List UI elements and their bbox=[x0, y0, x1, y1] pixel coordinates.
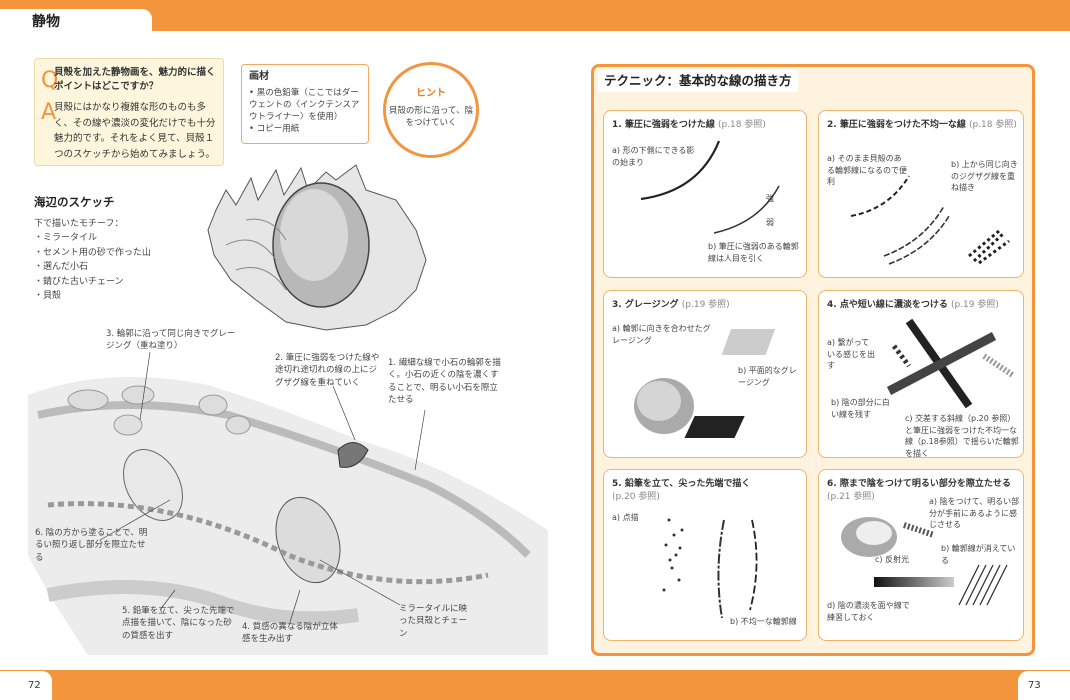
annotation-7: ミラータイルに映った貝殻とチェーン bbox=[399, 604, 468, 639]
shell-illustration bbox=[207, 164, 427, 331]
hint-circle: ヒント 貝殻の形に沿って、陰をつけていく bbox=[383, 62, 479, 158]
card-note: a) 点描 bbox=[612, 513, 639, 522]
technique-card-2: 2. 筆圧に強弱をつけた不均一な線 (p.18 参照) a) そのまま貝殻のある… bbox=[818, 110, 1024, 278]
card-note: d) 陰の濃淡を面や線で練習しておく bbox=[827, 601, 910, 622]
motif-line: ・貝殻 bbox=[34, 290, 62, 301]
card-title-text: 5. 鉛筆を立て、尖った先端で描く bbox=[612, 479, 751, 489]
left-page-tab: 72 bbox=[0, 671, 52, 700]
card-note: 強 bbox=[766, 194, 774, 203]
motif-line: 下で描いたモチーフ： bbox=[34, 219, 124, 229]
card-note: a) 繋がっている感じを出す bbox=[827, 338, 875, 371]
card-ref: (p.18 参照) bbox=[717, 120, 766, 130]
card-ref: (p.21 参照) bbox=[827, 492, 875, 503]
stipple-sample bbox=[662, 518, 758, 619]
stroke-sample bbox=[850, 175, 1010, 265]
card-ref: (p.18 参照) bbox=[968, 120, 1017, 130]
motif-line: ・ミラータイル bbox=[34, 233, 98, 244]
technique-card-4: 4. 点や短い線に濃淡をつける (p.19 参照) a) 繋がっている感じを出す… bbox=[818, 290, 1024, 458]
qa-answer: 貝殻にはかなり複雑な形のものも多く、その線や濃淡の変化だけでも十分魅力的です。そ… bbox=[54, 102, 216, 161]
stroke-sample bbox=[640, 140, 780, 234]
hint-body: 貝殻の形に沿って、陰をつけていく bbox=[388, 105, 474, 129]
beach-scene-illustration bbox=[28, 377, 548, 655]
page-number-right: 73 bbox=[1028, 680, 1041, 691]
card-ref: (p.19 参照) bbox=[681, 300, 730, 310]
technique-title: テクニック：基本的な線の描き方 bbox=[598, 70, 798, 92]
technique-card-3: 3. グレージング (p.19 参照) a) 輪郭に向きを合わせたグレージング … bbox=[603, 290, 807, 458]
materials-item: • 黒の色鉛筆（ここではダーウェントの〈インクテンスアウトライナー〉を使用） bbox=[249, 87, 360, 123]
annotation-4: 4. 質感の異なる陰が立体感を生み出す bbox=[242, 622, 338, 645]
section-title: 静物 bbox=[32, 14, 60, 30]
materials-item: • コピー用紙 bbox=[249, 124, 300, 135]
motif-line: ・セメント用の砂で作った山 bbox=[34, 247, 151, 258]
motif-line: ・錆びた古いチェーン bbox=[34, 276, 124, 287]
hint-title: ヒント bbox=[416, 88, 446, 99]
annotation-2: 2. 筆圧に強弱をつけた線や途切れ途切れの線の上にジグザグ線を重ねていく bbox=[275, 353, 380, 388]
annotation-1: 1. 繊細な線で小石の輪郭を描く。小石の近くの陰を濃くすることで、明るい小石を際… bbox=[388, 358, 501, 405]
card-ref: (p.20 参照) bbox=[612, 492, 660, 503]
technique-card-6: 6. 際まで陰をつけて明るい部分を際立たせる (p.21 参照) a) 陰をつけて… bbox=[818, 469, 1024, 641]
card-title-text: 1. 筆圧に強弱をつけた線 bbox=[612, 120, 715, 130]
card-note: b) 上から同じ向きのジグザグ線を重ね描き bbox=[951, 160, 1018, 193]
annotation-3: 3. 輪郭に沿って同じ向きでグレージング（重ね塗り） bbox=[106, 329, 236, 352]
card-note: b) 筆圧に強弱のある輪郭線は人目を引く bbox=[708, 242, 799, 263]
card-title: 1. 筆圧に強弱をつけた線 (p.18 参照) bbox=[612, 119, 766, 132]
card-title-text: 6. 際まで陰をつけて明るい部分を際立たせる bbox=[827, 479, 1011, 489]
leader-lines bbox=[99, 351, 426, 623]
materials-box: 画材 • 黒の色鉛筆（ここではダーウェントの〈インクテンスアウトライナー〉を使用… bbox=[241, 64, 369, 144]
card-title: 2. 筆圧に強弱をつけた不均一な線 (p.18 参照) bbox=[827, 119, 1017, 132]
card-note: b) 平面的なグレージング bbox=[738, 366, 797, 387]
card-ref: (p.19 参照) bbox=[950, 300, 999, 310]
card-note: b) 陰の部分に白い線を残す bbox=[831, 398, 890, 419]
technique-card-5: 5. 鉛筆を立て、尖った先端で描く (p.20 参照) a) 点描 b) 不均一な… bbox=[603, 469, 807, 641]
card-note: b) 不均一な輪郭線 bbox=[730, 617, 797, 626]
card-title-text: 3. グレージング bbox=[612, 300, 679, 310]
card-note: a) 陰をつけて、明るい部分が手前にあるように感じさせる bbox=[929, 497, 1020, 530]
card-note: c) 交差する斜線（p.20 参照）と筆圧に強弱をつけた不均一な線（p.18参照… bbox=[905, 414, 1019, 458]
shading-sample bbox=[841, 517, 1008, 606]
card-note: a) 形の下側にできる影の始まり bbox=[612, 146, 695, 167]
card-note: b) 輪郭線が消えている bbox=[941, 544, 1016, 565]
card-title: 3. グレージング (p.19 参照) bbox=[612, 299, 730, 312]
annotation-5: 5. 鉛筆を立て、尖った先端で点描を描いて、陰になった砂の質感を出す bbox=[122, 606, 235, 641]
materials-title: 画材 bbox=[249, 71, 269, 82]
card-note: a) そのまま貝殻のある輪郭線になるので便利 bbox=[827, 154, 907, 187]
card-title-text: 2. 筆圧に強弱をつけた不均一な線 bbox=[827, 120, 966, 130]
technique-card-1: 1. 筆圧に強弱をつけた線 (p.18 参照) a) 形の下側にできる影の始まり… bbox=[603, 110, 807, 278]
card-title: 5. 鉛筆を立て、尖った先端で描く (p.20 参照) bbox=[612, 478, 802, 504]
q-letter: Q bbox=[41, 68, 59, 93]
footer-bar bbox=[0, 670, 1070, 700]
card-title: 6. 際まで陰をつけて明るい部分を際立たせる (p.21 参照) bbox=[827, 478, 1021, 504]
qa-box: Q A bbox=[34, 58, 224, 166]
sketch-motif-list: 下で描いたモチーフ： ・ミラータイル ・セメント用の砂で作った山 ・選んだ小石 … bbox=[34, 217, 151, 303]
a-letter: A bbox=[41, 100, 57, 125]
card-note: c) 反射光 bbox=[875, 555, 910, 564]
glazing-sample bbox=[634, 329, 776, 438]
annotation-6: 6. 陰の方から塗ることで、明るい照り返し部分を際立たせる bbox=[35, 528, 148, 563]
header-tab-notch bbox=[0, 9, 152, 49]
qa-question: 貝殻を加えた静物画を、魅力的に描くポイントはどこですか？ bbox=[54, 67, 216, 93]
card-title-text: 4. 点や短い線に濃淡をつける bbox=[827, 300, 948, 310]
page-number-left: 72 bbox=[28, 680, 41, 691]
card-note: a) 輪郭に向きを合わせたグレージング bbox=[612, 324, 711, 345]
motif-line: ・選んだ小石 bbox=[34, 262, 89, 273]
card-title: 4. 点や短い線に濃淡をつける (p.19 参照) bbox=[827, 299, 999, 312]
hatching-sample bbox=[886, 318, 1016, 409]
right-page-tab: 73 bbox=[1018, 671, 1070, 700]
header-bar bbox=[150, 0, 1070, 31]
card-note: 弱 bbox=[766, 218, 774, 227]
sketch-title: 海辺のスケッチ bbox=[34, 195, 115, 209]
